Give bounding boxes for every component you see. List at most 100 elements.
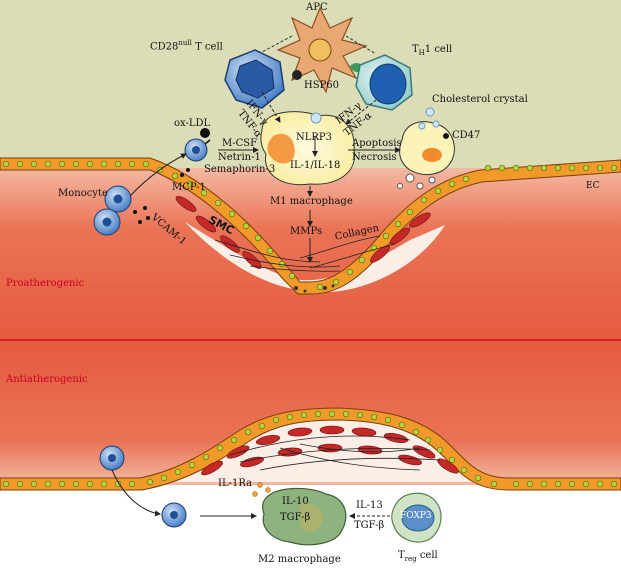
smooth-muscle-cell — [255, 435, 281, 445]
endothelial-nucleus — [356, 411, 364, 419]
endothelial-nucleus — [424, 436, 432, 444]
th1-cell — [355, 54, 413, 111]
endothelial-nucleus — [596, 164, 604, 172]
il13-label: IL-13 — [356, 500, 383, 511]
endothelial-nucleus — [540, 164, 548, 172]
endothelial-nucleus — [384, 416, 392, 424]
endothelial-nucleus — [448, 180, 456, 188]
endothelial-nucleus — [174, 468, 182, 476]
ec-label: EC — [586, 181, 600, 191]
endothelial-nucleus — [448, 456, 456, 464]
endothelial-nucleus — [332, 278, 340, 286]
smooth-muscle-cell — [240, 456, 264, 468]
endothelial-nucleus — [128, 480, 136, 488]
cholesterol-crystal-label: Cholesterol crystal — [432, 94, 528, 105]
endothelial-nucleus — [382, 232, 390, 240]
netrin1-label: Netrin-1 — [218, 152, 261, 163]
endothelial-nucleus — [460, 466, 468, 474]
mcsf-label: M-CSF — [222, 138, 258, 149]
endothelial-nucleus — [258, 422, 266, 430]
endothelial-nucleus — [214, 199, 222, 207]
th1-cell-label: TH1 cell — [412, 44, 453, 57]
endothelial-nucleus — [254, 234, 262, 242]
apc-label: APC — [306, 2, 328, 13]
smooth-muscle-cell — [370, 245, 390, 263]
monocyte-adherent — [184, 138, 208, 162]
endothelial-nucleus — [216, 444, 224, 452]
endothelial-nucleus — [412, 428, 420, 436]
endothelial-nucleus — [286, 413, 294, 421]
smooth-muscle-cell — [220, 235, 240, 253]
endothelial-nucleus — [58, 160, 66, 168]
endothelial-nucleus — [16, 480, 24, 488]
endothelial-nucleus — [526, 164, 534, 172]
endothelial-nucleus — [582, 164, 590, 172]
smooth-muscle-cell — [409, 212, 431, 228]
smooth-muscle-cell — [412, 445, 436, 459]
il1ra-label: IL-1Ra — [218, 478, 253, 489]
endothelial-nucleus — [462, 175, 470, 183]
smooth-muscle-cell — [398, 454, 422, 466]
endothelial-nucleus — [16, 160, 24, 168]
m1-macrophage-label: M1 macrophage — [270, 196, 353, 207]
smooth-muscle-cell — [277, 447, 303, 457]
apoptosis-label: Apoptosis — [352, 138, 402, 149]
endothelial-nucleus — [30, 160, 38, 168]
endothelial-nucleus — [346, 268, 354, 276]
monocyte-1 — [104, 185, 132, 213]
lower-collagen-fibers — [229, 435, 441, 471]
endothelial-nucleus — [436, 446, 444, 454]
endothelial-nucleus — [498, 164, 506, 172]
endothelial-nucleus — [186, 180, 194, 188]
antiatherogenic-label: Antiatherogenic — [6, 374, 88, 385]
endothelial-nucleus — [146, 478, 154, 486]
endothelial-nucleus — [30, 480, 38, 488]
lesion-debris — [294, 284, 335, 293]
upper-endothelial-nuclei — [2, 160, 618, 291]
tgfb-treg-label: TGF-β — [354, 520, 385, 531]
flow-arrows — [111, 91, 401, 519]
mcp1-label: MCP-1 — [172, 182, 206, 193]
m1-macrophage — [260, 111, 355, 186]
smooth-muscle-cell — [389, 227, 411, 245]
il10-label: IL-10 — [282, 496, 309, 507]
endothelial-nucleus — [316, 283, 324, 291]
endothelial-nucleus — [420, 196, 428, 204]
smooth-muscle-cell — [226, 445, 250, 459]
lower-monocyte-1 — [99, 445, 125, 471]
endothelial-nucleus — [228, 210, 236, 218]
foxp3-label: FOXP3 — [400, 511, 432, 521]
endothelial-nucleus — [554, 164, 562, 172]
ox-ldl-label: ox-LDL — [174, 118, 211, 129]
endothelial-nucleus — [72, 160, 80, 168]
endothelial-nucleus — [328, 410, 336, 418]
apc-arrows — [261, 35, 377, 55]
treg-cell — [391, 492, 442, 543]
endothelial-nucleus — [171, 172, 179, 180]
endothelial-nucleus — [568, 164, 576, 172]
il1-il18-label: IL-1/IL-18 — [290, 160, 341, 171]
endothelial-nucleus — [244, 428, 252, 436]
endothelial-nucleus — [278, 260, 286, 268]
endothelial-nucleus — [44, 160, 52, 168]
endothelial-nucleus — [526, 480, 534, 488]
cd28-tcell — [224, 49, 285, 109]
endothelial-nucleus — [100, 160, 108, 168]
endothelial-nucleus — [272, 416, 280, 424]
endothelial-nucleus — [128, 160, 136, 168]
il1ra-dots — [252, 482, 271, 497]
endothelial-nucleus — [484, 164, 492, 172]
endothelial-nucleus — [582, 480, 590, 488]
necrotic-cell — [397, 121, 455, 190]
hsp60-label: HSP60 — [304, 80, 340, 91]
endothelial-nucleus — [288, 272, 296, 280]
endothelial-nucleus — [370, 413, 378, 421]
endothelial-nucleus — [342, 410, 350, 418]
smooth-muscle-cell — [175, 196, 197, 212]
endothelial-nucleus — [86, 480, 94, 488]
upper-lesion-pocket — [185, 222, 445, 293]
endothelial-nucleus — [58, 480, 66, 488]
tgfb-macro-label: TGF-β — [280, 512, 311, 523]
endothelial-nucleus — [568, 480, 576, 488]
